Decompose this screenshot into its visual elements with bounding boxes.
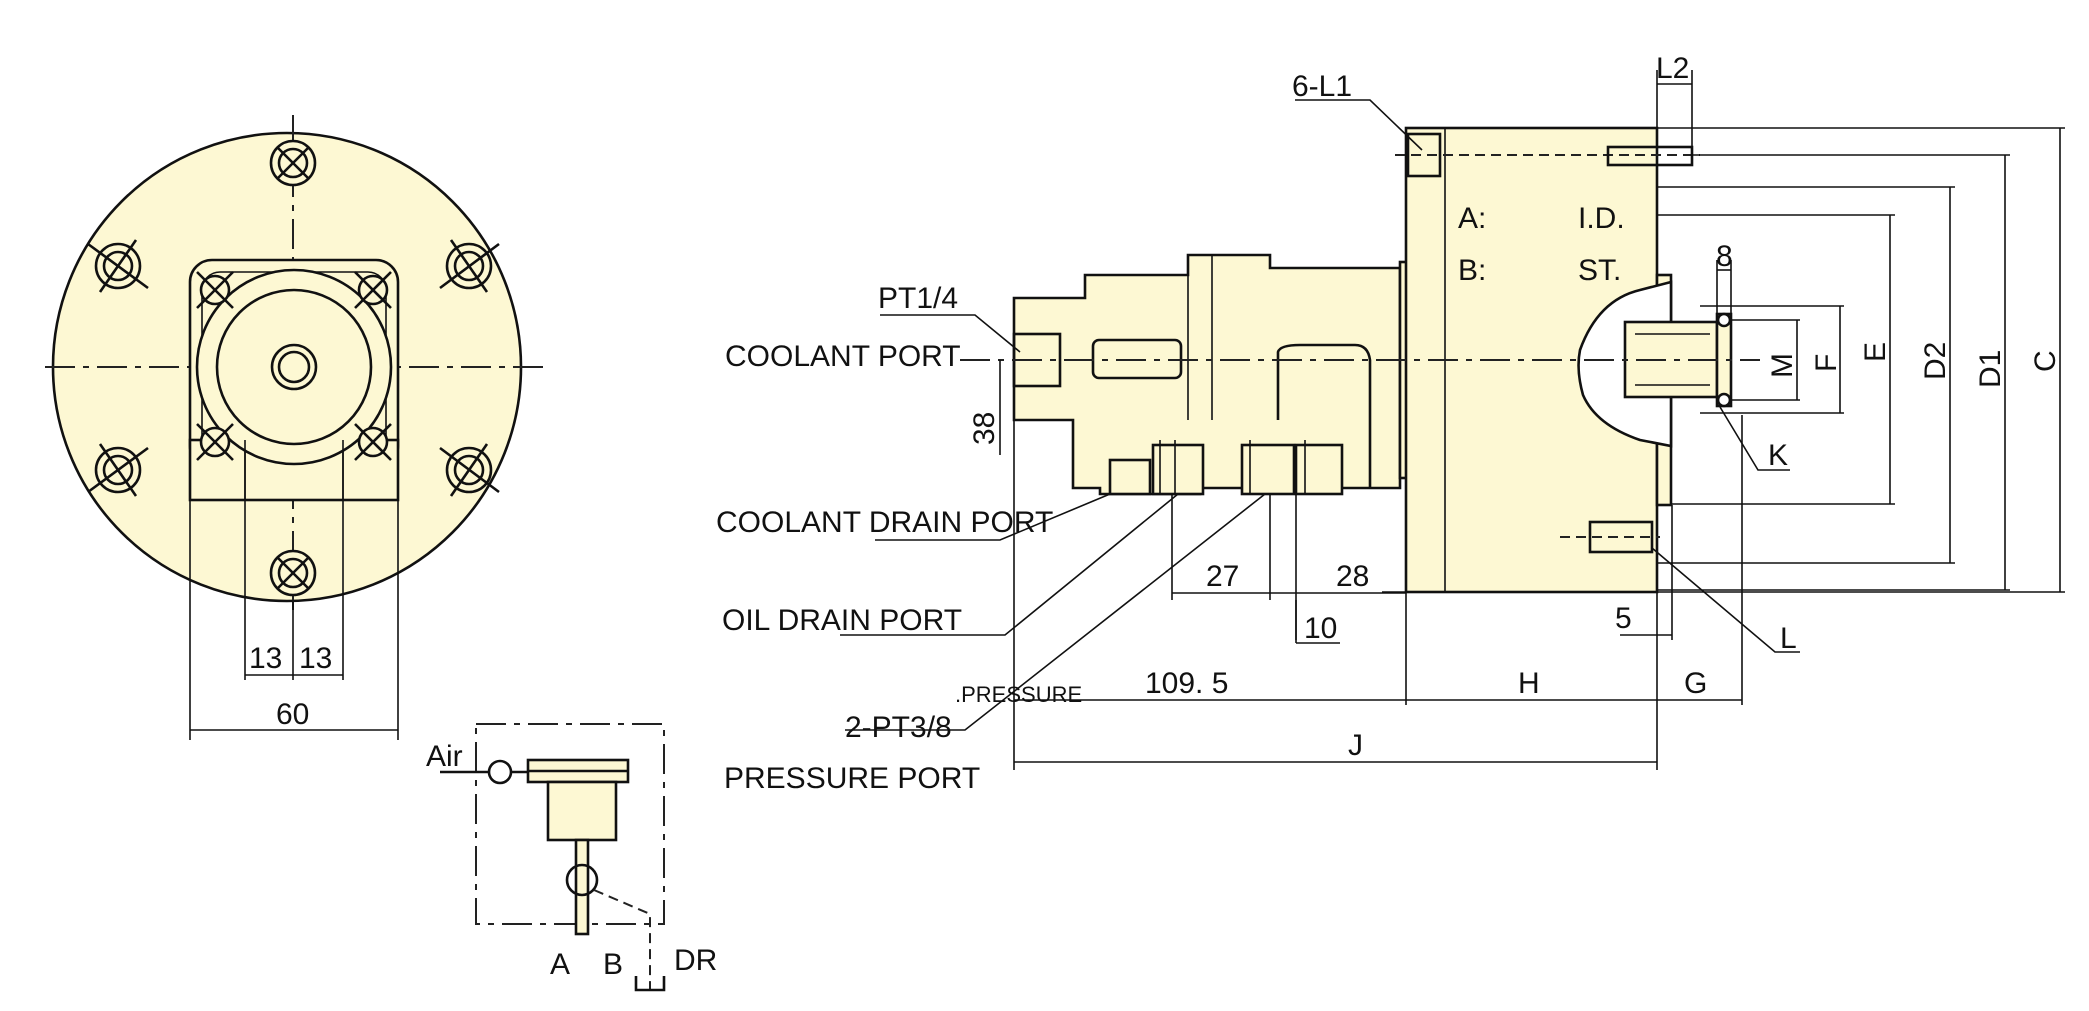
front-housing-bolt-br [354, 423, 392, 461]
dim-28: 28 [1336, 560, 1369, 593]
dim-k: K [1768, 439, 1788, 472]
leader-l [1651, 547, 1800, 653]
coolant-drain-boss [1108, 458, 1152, 496]
mode-b-value: ST. [1578, 254, 1621, 287]
front-dimension-60 [189, 500, 399, 740]
side-view [960, 126, 1760, 594]
pressure-port-boss-2 [1294, 443, 1344, 496]
coolant-port-label: COOLANT PORT [725, 340, 961, 373]
dim-g: G [1684, 667, 1707, 700]
dim-8: 8 [1716, 240, 1733, 273]
mode-b-key: B: [1458, 254, 1486, 287]
fastener-label: 6-L1 [1292, 70, 1352, 103]
dim-e: E [1859, 342, 1892, 362]
schematic-b-label: B [603, 948, 623, 981]
oil-drain-port-label: OIL DRAIN PORT [722, 604, 962, 637]
dim-c: C [2029, 350, 2062, 372]
dim-13-right: 13 [299, 642, 332, 675]
dim-j: J [1348, 729, 1363, 762]
schematic-air-port [487, 759, 513, 785]
pt38-label: 2-PT3/8 [845, 711, 952, 744]
dim-h: H [1518, 667, 1540, 700]
leader-oil-drain [840, 493, 1179, 636]
front-housing-bolt-bl [196, 423, 234, 461]
leader-k [1719, 406, 1790, 471]
front-dimension-13-13 [244, 440, 344, 680]
dim-m: M [1766, 353, 1799, 378]
schematic-drain-symbol [634, 976, 666, 992]
schematic-drain-line [593, 889, 651, 990]
schematic-piston-body [546, 780, 618, 842]
front-bolt-hole-lower-left [87, 443, 149, 497]
front-housing-bolt-tr [354, 271, 392, 309]
cap-screw-thread [1606, 145, 1694, 167]
hydraulic-schematic: Air A B DR [426, 723, 717, 992]
mode-a-key: A: [1458, 202, 1486, 235]
front-bolt-hole-top [269, 139, 317, 187]
dim-d1: D1 [1974, 350, 2007, 388]
leader-pt14 [880, 314, 1021, 353]
schematic-boundary [475, 723, 665, 925]
schematic-dr-label: DR [674, 944, 717, 977]
front-ring-bore [277, 350, 311, 384]
dim-d2: D2 [1919, 342, 1952, 380]
internal-passage [1276, 343, 1372, 488]
schematic-a-label: A [550, 948, 570, 981]
pressure-small-label: .PRESSURE [955, 682, 1082, 707]
leader-pressure [845, 493, 1266, 731]
rotary-joint-rear [1012, 253, 1402, 496]
dim-5: 5 [1615, 602, 1632, 635]
front-bolt-hole-bottom [269, 549, 317, 597]
schematic-rod [574, 838, 590, 936]
front-bolt-hole-upper-right [439, 239, 500, 293]
front-housing-bolt-tl [196, 271, 234, 309]
dim-60: 60 [276, 698, 309, 731]
dim-10: 10 [1304, 612, 1337, 645]
pressure-port-label: PRESSURE PORT [724, 762, 980, 795]
coolant-drain-port-label: COOLANT DRAIN PORT [716, 506, 1053, 539]
side-dimension-lines [840, 70, 2065, 770]
front-ring-outer [195, 268, 393, 466]
dim-38: 38 [968, 412, 1001, 445]
dim-109-5: 109. 5 [1145, 667, 1228, 700]
front-bolt-hole-lower-right [439, 443, 500, 497]
dim-13-left: 13 [249, 642, 282, 675]
schematic-air-label: Air [426, 740, 463, 773]
front-ring-hub [270, 343, 318, 391]
front-bolt-hole-upper-left [87, 239, 149, 293]
front-view: 13 13 60 [45, 115, 548, 740]
leader-6-l1 [1295, 99, 1423, 151]
schematic-check-ball [565, 863, 599, 897]
dim-l: L [1780, 622, 1797, 655]
dim-27: 27 [1206, 560, 1239, 593]
pt14-label: PT1/4 [878, 282, 958, 315]
front-ring-middle [215, 288, 373, 446]
leader-coolant-drain [875, 493, 1111, 541]
dim-f: F [1810, 354, 1843, 372]
l2-label: L2 [1656, 52, 1689, 85]
mode-a-value: I.D. [1578, 202, 1625, 235]
